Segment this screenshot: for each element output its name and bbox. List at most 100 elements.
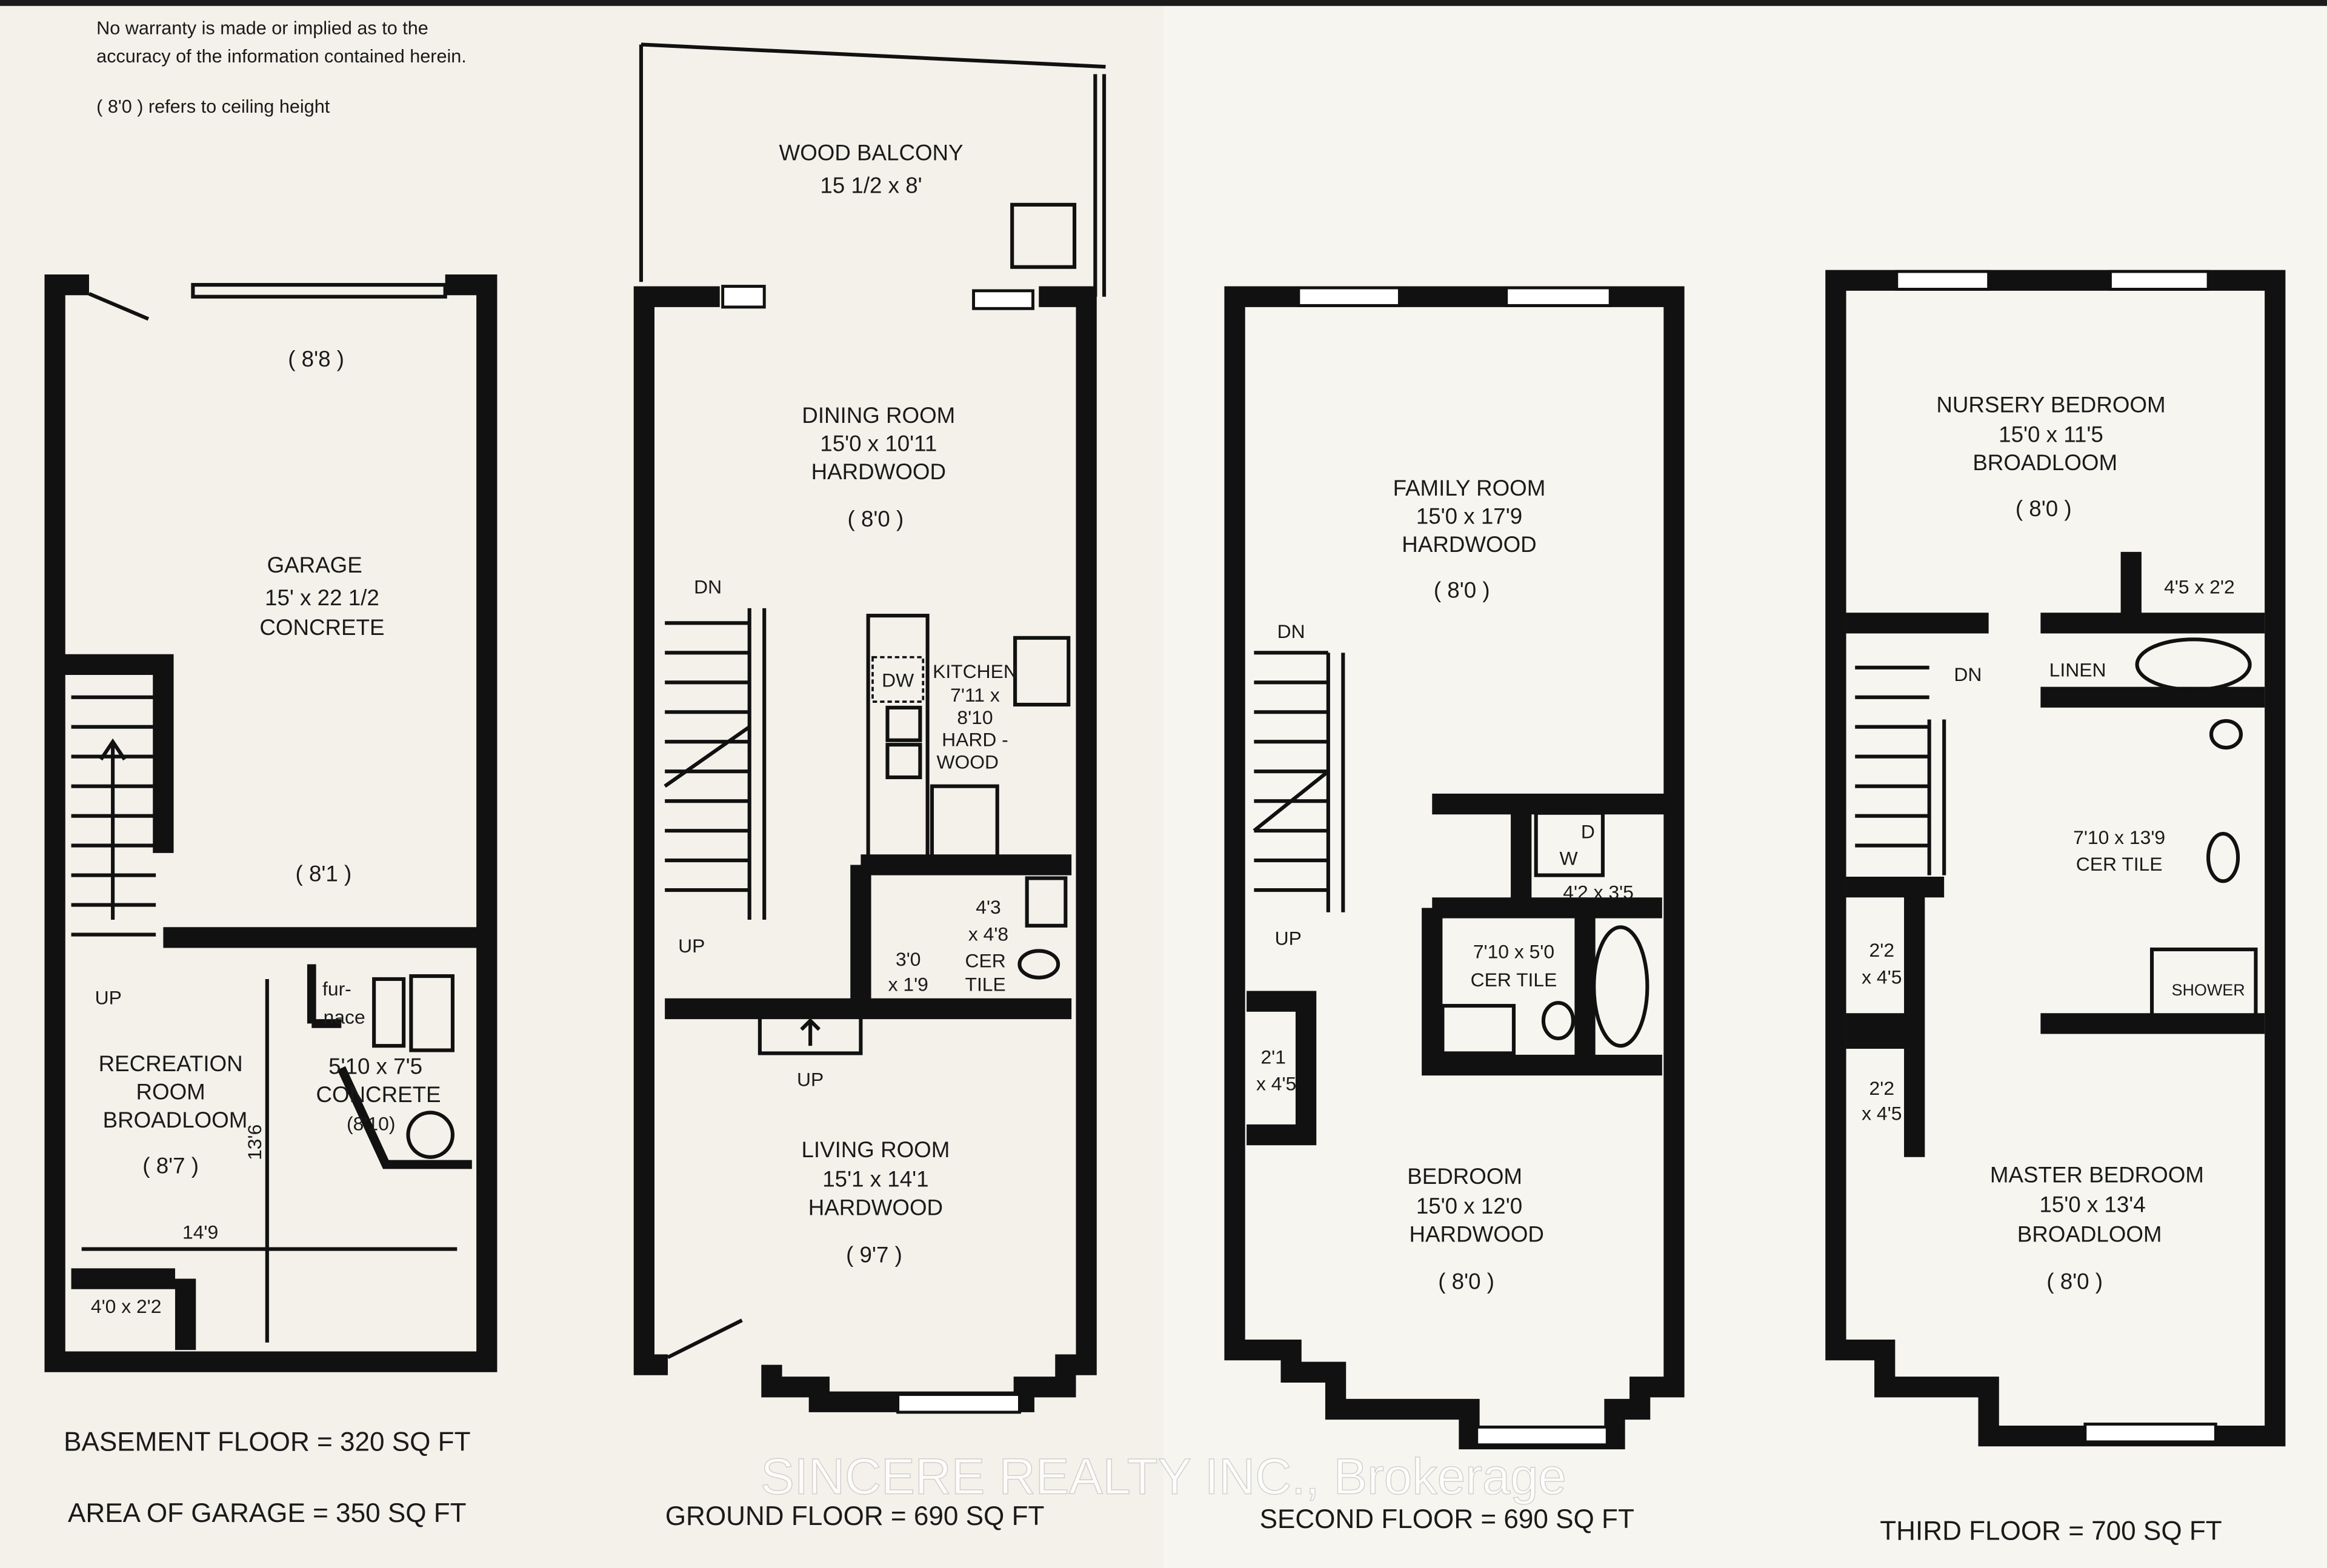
kitchen-label-1: KITCHEN [933,660,1017,682]
dimension-horizontal: 14'9 [182,1221,218,1243]
sink-icon [2206,831,2240,883]
bathtub-icon [2135,637,2252,692]
closet-a-label-1: 2'2 [1869,939,1894,961]
window [1297,286,1401,307]
nursery-ceiling: ( 8'0 ) [2016,496,2072,521]
sink-icon [885,743,922,780]
garage-area: AREA OF GARAGE = 350 SQ FT [68,1498,467,1528]
ground-area: GROUND FLOOR = 690 SQ FT [665,1501,1045,1531]
toilet-icon [1017,949,1060,980]
garage-name: GARAGE [267,553,362,577]
disclaimer-line-1: No warranty is made or implied as to the [96,18,428,38]
powder-room-label-4: TILE [965,974,1006,995]
second-walls [1224,286,1685,1450]
disclaimer-line-2: accuracy of the information contained he… [96,46,467,67]
garage-door [191,283,447,299]
stair-arrow [99,738,127,920]
second-stair-dn: DN [1277,620,1305,642]
toilet-icon [1541,1001,1575,1040]
kitchen-label-5: WOOD [936,751,999,772]
ground-floor-plan: WOOD BALCONY 15 1/2 x 8' DINING ROOM 15'… [633,42,1107,1531]
living-name: LIVING ROOM [801,1137,950,1162]
dining-size: 15'0 x 10'11 [820,431,937,456]
nursery-floor: BROADLOOM [1972,450,2117,475]
bedroom-ceiling: ( 8'0 ) [1438,1269,1494,1294]
window [1475,1425,1609,1447]
second-area: SECOND FLOOR = 690 SQ FT [1260,1504,1634,1534]
window [1505,286,1612,307]
tank-icon [406,1111,455,1159]
front-door [667,1318,743,1360]
closet-a-label-2: x 4'5 [1862,966,1902,988]
laundry-size: 4'2 x 3'5 [1563,882,1634,903]
second-floor-plan: FAMILY ROOM 15'0 x 17'9 HARDWOOD ( 8'0 )… [1224,286,1685,1534]
closet-b-label-1: 2'2 [1869,1077,1894,1099]
garage-floor: CONCRETE [259,615,384,640]
nursery-size: 15'0 x 11'5 [1999,422,2103,447]
powder-room-label-2: x 4'8 [968,923,1008,945]
living-floor: HARDWOOD [808,1195,943,1220]
window [2083,1423,2217,1444]
rec-room-ceiling: ( 8'7 ) [142,1154,199,1178]
window [721,285,766,309]
family-ceiling: ( 8'0 ) [1434,578,1490,603]
dryer-label: D [1581,820,1595,842]
shower-icon [2149,947,2258,1023]
closet-b-label-2: x 4'5 [1862,1103,1902,1125]
stair-wall [55,654,174,853]
ground-walls [633,286,1097,1412]
interior-walls [1247,793,1674,1146]
rec-room-name-2: ROOM [136,1079,205,1104]
bath-floor: CER TILE [1471,969,1557,991]
window [2109,270,2210,291]
rec-room-floor: BROADLOOM [103,1108,248,1132]
bedroom-floor: HARDWOOD [1410,1221,1544,1246]
garage-ceiling-top: ( 8'8 ) [288,347,344,371]
dining-ceiling: ( 8'0 ) [848,507,904,531]
closet-label-2: x 1'9 [888,974,928,995]
dining-floor: HARDWOOD [811,459,946,484]
ground-stair-dn: DN [694,576,722,597]
linen-label: LINEN [2049,659,2106,680]
right-page [1164,5,2327,1568]
bathtub-icon [1592,925,1650,1048]
sink-icon [1440,1003,1516,1055]
balcony-fixture [1010,202,1077,269]
furnace-room-size: 5'10 x 7'5 [328,1054,422,1079]
sink-icon [1025,876,1068,928]
bath-size: 7'10 x 5'0 [1473,941,1554,963]
bath-floor: CER TILE [2076,853,2163,875]
bedroom-name: BEDROOM [1407,1164,1522,1189]
balcony-name: WOOD BALCONY [779,140,964,165]
stove-icon [930,784,999,863]
third-area: THIRD FLOOR = 700 SQ FT [1880,1516,2222,1546]
closet-label-1: 2'1 [1260,1046,1285,1068]
basement-area: BASEMENT FLOOR = 320 SQ FT [64,1427,470,1457]
closet-wall [71,1268,196,1350]
kitchen-label-2: 7'11 x [950,684,1000,706]
furnace-room-floor: CONCRETE [316,1082,441,1107]
family-name: FAMILY ROOM [1393,476,1546,500]
second-stairs [1253,651,1345,912]
dimension-vertical: 13'6 [244,1125,265,1160]
kitchen-label-4: HARD - [942,729,1008,751]
fridge-icon [1013,636,1071,707]
ground-stair-up: UP [678,935,705,957]
watermark: SINCERE REALTY INC., Brokerage [761,1449,1566,1505]
window [896,1393,1021,1414]
bath-size: 7'10 x 13'9 [2073,826,2165,848]
bedroom-size: 15'0 x 12'0 [1416,1194,1522,1218]
washer-label: W [1560,847,1578,869]
family-floor: HARDWOOD [1402,532,1536,557]
window [1895,270,1991,291]
closet-label-1: 3'0 [896,948,920,970]
dimension-lines [81,978,458,1343]
sink-icon [885,705,922,742]
second-stair-up: UP [1275,928,1302,949]
closet-top-size: 4'5 x 2'2 [2164,576,2235,597]
toilet-icon [2209,719,2243,750]
basement-walls [44,274,498,1372]
nursery-name: NURSERY BEDROOM [1936,393,2165,417]
entry-up: UP [797,1068,824,1090]
garage-side-door [88,291,150,321]
